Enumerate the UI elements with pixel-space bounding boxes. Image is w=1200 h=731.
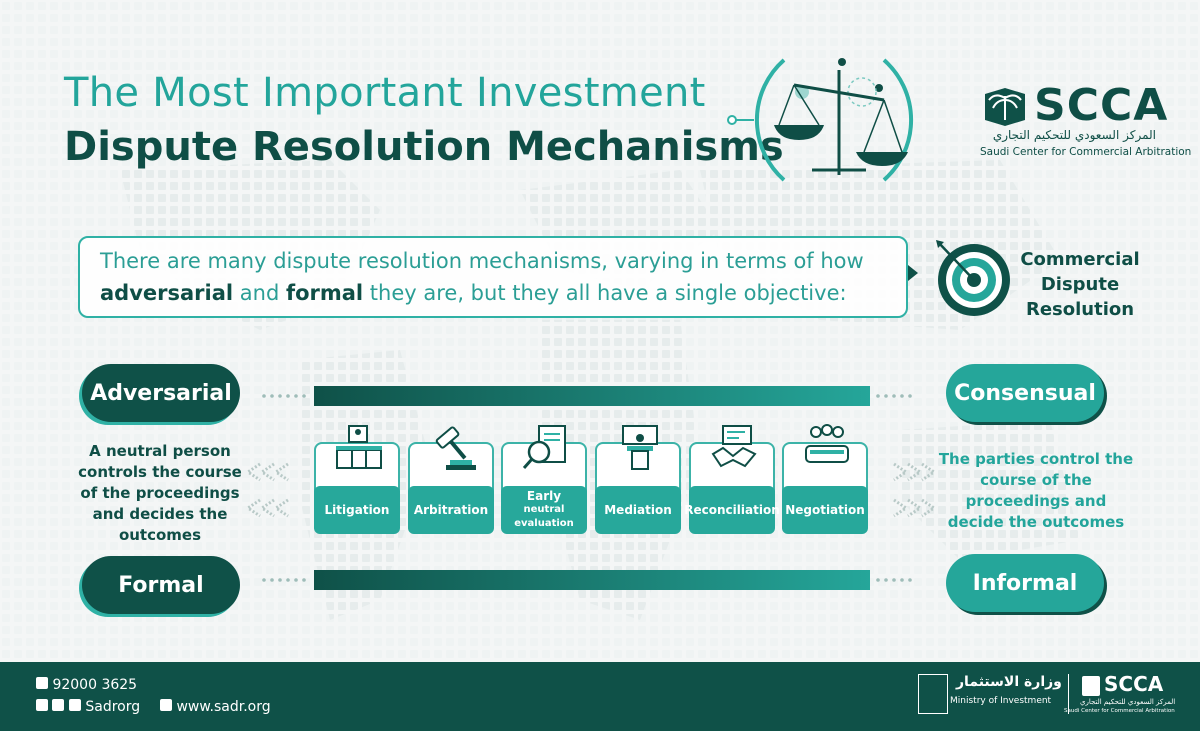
evaluation-icon <box>522 425 566 469</box>
mechanism-label: Arbitration <box>408 486 494 534</box>
footer-social-handle: Sadrorg <box>85 699 141 715</box>
mechanism-label-text: Negotiation <box>785 503 865 517</box>
scales-of-justice-icon <box>727 58 914 182</box>
footer-website-url: www.sadr.org <box>176 699 271 715</box>
footer-website[interactable]: www.sadr.org <box>160 699 271 715</box>
footer-social[interactable]: Sadrorg <box>36 699 140 715</box>
consensual-desc-line: decide the outcomes <box>947 513 1125 531</box>
title-line-1: The Most Important Investment <box>64 70 706 116</box>
scca-logo-text: SCCA <box>1034 80 1169 131</box>
consensual-desc-line: course of the <box>980 471 1092 489</box>
linkedin-icon <box>68 699 81 711</box>
mechanism-label-text: Early <box>526 489 562 503</box>
objective-line-3: Resolution <box>1025 299 1135 320</box>
scca-logo-arabic: المركز السعودي للتحكيم التجاري <box>992 128 1156 142</box>
right-chevrons-icon <box>893 462 937 518</box>
adversarial-description: A neutral person controls the course of … <box>60 441 260 546</box>
ministry-arabic: وزارة الاستثمار <box>956 674 1062 690</box>
mechanism-label: Early neutral evaluation <box>501 486 587 534</box>
adversarial-pill: Adversarial <box>82 364 240 422</box>
footer-scca-english: Saudi Center for Commercial Arbitration <box>1064 708 1175 714</box>
consensual-description: The parties control the course of the pr… <box>936 449 1136 533</box>
handshake-icon <box>711 425 757 468</box>
adversarial-consensual-spectrum-bar <box>262 386 912 406</box>
intro-text-part1: There are many dispute resolution mechan… <box>100 249 864 273</box>
mechanism-card-litigation: Litigation <box>314 425 400 534</box>
mechanism-label-text: Reconciliation <box>684 503 780 517</box>
mechanism-label-text: Mediation <box>604 503 672 517</box>
mechanism-label: Negotiation <box>782 486 868 534</box>
podium-icon <box>622 425 658 470</box>
gavel-icon <box>435 426 476 470</box>
court-icon <box>336 425 382 469</box>
title-line-2: Dispute Resolution Mechanisms <box>64 124 784 170</box>
target-icon <box>936 240 1010 316</box>
meeting-table-icon <box>805 424 849 463</box>
mechanism-card-reconciliation: Reconciliation <box>684 425 780 534</box>
mechanism-card-mediation: Mediation <box>595 425 681 534</box>
consensual-pill: Consensual <box>946 364 1104 422</box>
palm-tree-logo-icon <box>985 88 1025 126</box>
informal-pill: Informal <box>946 554 1104 612</box>
intro-text-box: There are many dispute resolution mechan… <box>78 236 908 318</box>
adversarial-desc-line: and decides the <box>92 505 228 523</box>
footer: 92000 3625 Sadrorg www.sadr.org وزارة ال… <box>0 662 1200 731</box>
intro-pointer-arrow <box>908 265 918 281</box>
adversarial-desc-line: outcomes <box>118 526 202 544</box>
mechanism-card-negotiation: Negotiation <box>782 424 868 534</box>
intro-bold-formal: formal <box>285 281 364 305</box>
objective-label: Commercial Dispute Resolution <box>1010 247 1150 322</box>
mechanism-label: Mediation <box>595 486 681 534</box>
formal-pill: Formal <box>82 556 240 614</box>
footer-scca-arabic: المركز السعودي للتحكيم التجاري <box>1080 698 1176 706</box>
mechanism-card-early-neutral-evaluation: Early neutral evaluation <box>501 425 587 534</box>
intro-bold-adversarial: adversarial <box>100 281 234 305</box>
phone-icon <box>36 677 48 689</box>
objective-line-1: Commercial <box>1020 249 1140 270</box>
intro-text-part2: and <box>233 281 286 305</box>
footer-phone-number: 92000 3625 <box>52 677 138 693</box>
mechanism-label: Litigation <box>314 486 400 534</box>
footer-divider <box>1068 674 1069 714</box>
consensual-desc-line: proceedings and <box>965 492 1107 510</box>
adversarial-desc-line: controls the course <box>78 463 242 481</box>
mechanism-card-arbitration: Arbitration <box>408 426 494 534</box>
scca-logo-english: Saudi Center for Commercial Arbitration <box>980 146 1192 158</box>
adversarial-desc-line: A neutral person <box>89 442 231 460</box>
footer-phone[interactable]: 92000 3625 <box>36 677 137 693</box>
mechanism-label-text: Arbitration <box>413 503 489 517</box>
ministry-emblem-icon <box>918 674 948 714</box>
ministry-english: Ministry of Investment <box>950 696 1052 706</box>
footer-scca-palm-icon <box>1082 676 1100 696</box>
intro-text-part3: they are, but they all have a single obj… <box>363 281 847 305</box>
mechanism-sublabel-text: neutral evaluation <box>514 504 574 529</box>
globe-icon <box>160 699 172 711</box>
left-chevrons-icon <box>245 462 289 518</box>
twitter-icon <box>36 699 48 711</box>
consensual-desc-line: The parties control the <box>938 450 1134 468</box>
adversarial-desc-line: of the proceedings <box>80 484 240 502</box>
instagram-icon <box>52 699 65 711</box>
mechanism-label-text: Litigation <box>324 503 390 517</box>
formal-informal-spectrum-bar <box>262 570 912 590</box>
footer-scca-logo: SCCA <box>1104 672 1164 696</box>
mechanism-label: Reconciliation <box>684 486 780 534</box>
objective-line-2: Dispute <box>1040 274 1120 295</box>
